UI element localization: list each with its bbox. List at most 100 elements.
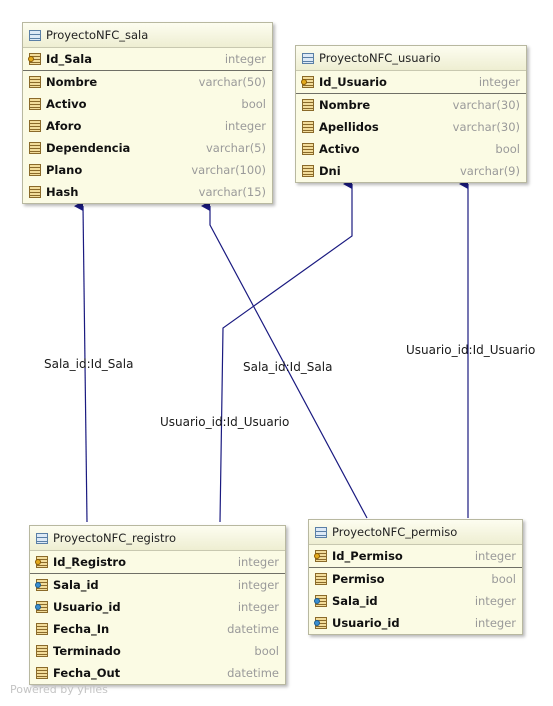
edge-label-permiso-usuario: Usuario_id:Id_Usuario [406,343,536,357]
column-row[interactable]: Aforo integer [23,115,272,137]
column-row[interactable]: Activo bool [296,138,526,160]
table-header[interactable]: ProyectoNFC_permiso [309,520,522,545]
column-type: integer [474,594,516,608]
table-permiso[interactable]: ProyectoNFC_permiso Id_Permiso integer P… [308,519,523,635]
column-name: Id_Permiso [332,549,403,563]
column-row[interactable]: Activo bool [23,93,272,115]
foreign-key-icon [35,578,49,592]
edge-registro-sala [74,201,88,523]
table-registro[interactable]: ProyectoNFC_registro Id_Registro integer… [29,525,286,685]
edge-label-permiso-sala: Sala_id:Id_Sala [243,360,333,374]
column-type: integer [478,75,520,89]
column-name: Hash [46,185,79,199]
table-header[interactable]: ProyectoNFC_usuario [296,46,526,71]
table-usuario[interactable]: ProyectoNFC_usuario Id_Usuario integer N… [295,45,527,183]
column-row-fk[interactable]: Sala_id integer [309,590,522,612]
column-type: bool [495,142,520,156]
column-row-pk[interactable]: Id_Sala integer [23,48,272,71]
column-name: Activo [46,97,87,111]
column-row-pk[interactable]: Id_Permiso integer [309,545,522,568]
column-row[interactable]: Fecha_In datetime [30,618,285,640]
table-icon [302,52,314,64]
column-type: varchar(5) [205,141,266,155]
column-icon [29,141,42,155]
table-title: ProyectoNFC_registro [53,531,177,545]
column-row[interactable]: Terminado bool [30,640,285,662]
column-name: Fecha_In [53,622,110,636]
column-row[interactable]: Dni varchar(9) [296,160,526,182]
edge-registro-usuario [219,179,353,523]
column-row-fk[interactable]: Usuario_id integer [30,596,285,618]
column-type: integer [474,549,516,563]
column-icon [36,622,49,636]
column-name: Sala_id [53,578,99,592]
column-name: Id_Usuario [319,75,387,89]
column-type: integer [224,52,266,66]
column-row-fk[interactable]: Usuario_id integer [309,612,522,634]
column-type: integer [237,578,279,592]
column-name: Usuario_id [332,616,400,630]
column-icon [302,164,315,178]
column-name: Nombre [46,75,98,89]
column-icon [315,572,328,586]
table-header[interactable]: ProyectoNFC_registro [30,526,285,551]
column-row[interactable]: Permiso bool [309,568,522,590]
column-row[interactable]: Hash varchar(15) [23,181,272,203]
column-row[interactable]: Plano varchar(100) [23,159,272,181]
table-icon [29,29,41,41]
column-row[interactable]: Dependencia varchar(5) [23,137,272,159]
column-name: Nombre [319,98,371,112]
table-sala[interactable]: ProyectoNFC_sala Id_Sala integer Nombre … [22,22,273,204]
table-title: ProyectoNFC_usuario [319,51,441,65]
column-row[interactable]: Fecha_Out datetime [30,662,285,684]
column-type: datetime [227,622,279,636]
primary-key-icon [35,555,49,569]
table-title: ProyectoNFC_permiso [332,525,458,539]
column-row[interactable]: Nombre varchar(30) [296,94,526,116]
edge-label-registro-sala: Sala_id:Id_Sala [44,357,134,371]
column-name: Plano [46,163,83,177]
column-row[interactable]: Apellidos varchar(30) [296,116,526,138]
foreign-key-icon [314,616,328,630]
column-icon [29,119,42,133]
column-name: Apellidos [319,120,379,134]
column-type: integer [474,616,516,630]
column-icon [29,185,42,199]
primary-key-icon [28,52,42,66]
column-icon [302,98,315,112]
table-icon [36,532,48,544]
column-name: Id_Registro [53,555,127,569]
column-type: varchar(100) [191,163,266,177]
column-icon [29,75,42,89]
column-name: Permiso [332,572,385,586]
column-type: varchar(15) [198,185,266,199]
column-name: Usuario_id [53,600,121,614]
column-name: Sala_id [332,594,378,608]
edge-label-registro-usuario: Usuario_id:Id_Usuario [160,415,290,429]
table-header[interactable]: ProyectoNFC_sala [23,23,272,48]
column-row-pk[interactable]: Id_Usuario integer [296,71,526,94]
column-type: bool [491,572,516,586]
column-icon [302,142,315,156]
table-title: ProyectoNFC_sala [46,28,149,42]
foreign-key-icon [314,594,328,608]
primary-key-icon [301,75,315,89]
column-type: datetime [227,666,279,680]
foreign-key-icon [35,600,49,614]
column-icon [29,163,42,177]
column-type: bool [254,644,279,658]
column-row-fk[interactable]: Sala_id integer [30,574,285,596]
column-icon [36,666,49,680]
primary-key-icon [314,549,328,563]
column-name: Activo [319,142,360,156]
column-type: bool [241,97,266,111]
column-type: varchar(9) [459,164,520,178]
column-name: Aforo [46,119,82,133]
watermark: Powered by yFiles [10,683,108,696]
column-row-pk[interactable]: Id_Registro integer [30,551,285,574]
column-row[interactable]: Nombre varchar(50) [23,71,272,93]
edge-permiso-sala [201,201,368,519]
column-name: Terminado [53,644,121,658]
column-type: varchar(30) [452,120,520,134]
column-name: Dni [319,164,341,178]
